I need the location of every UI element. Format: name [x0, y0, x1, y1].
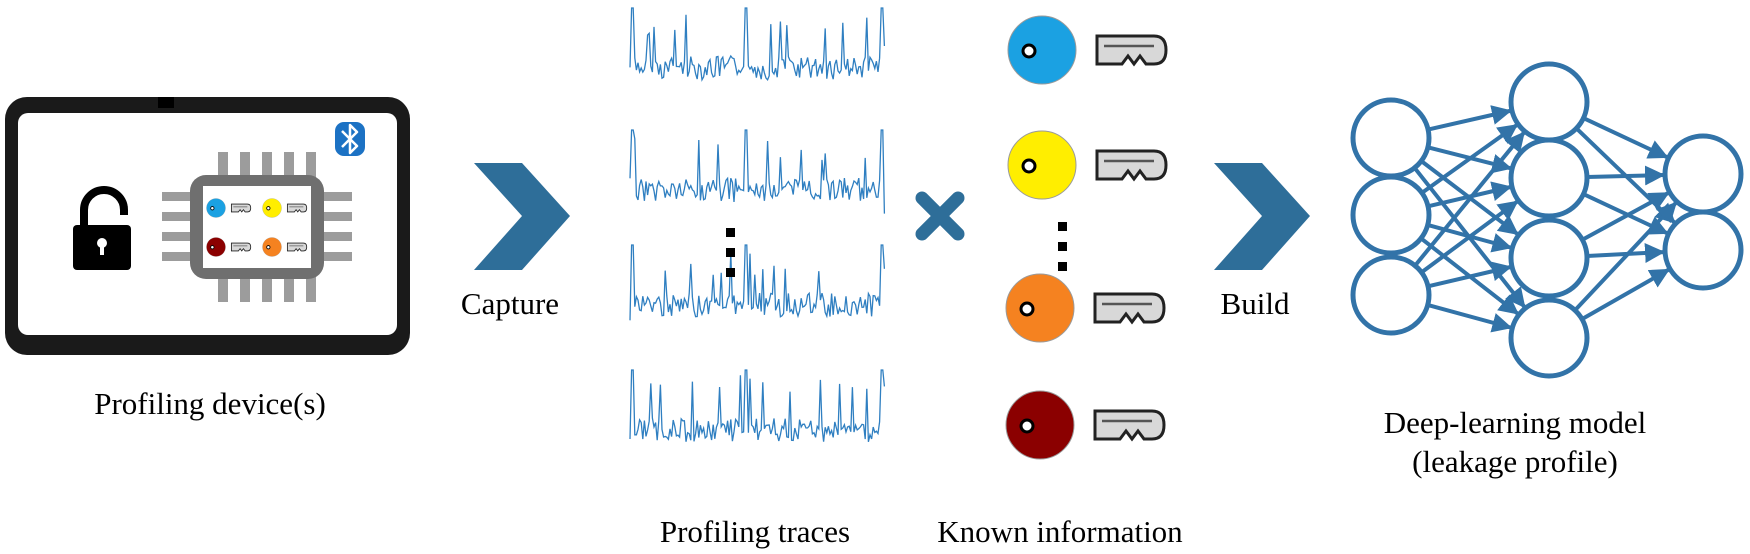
bluetooth-icon: [335, 122, 365, 156]
capture-label: Capture: [460, 286, 560, 321]
network-edge: [1420, 123, 1519, 195]
known-info-label: Known information: [937, 514, 1183, 549]
network-node: [1662, 133, 1744, 215]
network-edge: [1581, 268, 1671, 321]
chip-pin: [218, 152, 228, 178]
network-node: [1508, 297, 1590, 379]
network-edge: [1427, 105, 1512, 132]
network-edge: [1581, 191, 1670, 242]
network-edge: [1582, 116, 1669, 159]
network-edge: [1420, 200, 1519, 274]
network-edge: [1427, 261, 1513, 289]
chip-pin: [162, 212, 192, 221]
capture-arrow-icon: [474, 163, 570, 270]
chip-key-icon: [206, 237, 252, 257]
trace-waveform: [629, 244, 886, 321]
known-keys: [1005, 15, 1168, 460]
trace-waveform: [629, 129, 886, 214]
trace-waveform: [629, 7, 886, 82]
chip-pin: [284, 152, 294, 178]
build-arrow-icon: [1214, 163, 1310, 270]
key-icon: [1007, 130, 1168, 200]
profiling-device: [5, 97, 410, 355]
device-camera: [158, 97, 174, 108]
network-edge: [1586, 165, 1666, 186]
network-edge: [1573, 201, 1678, 312]
chip-pin: [306, 276, 316, 302]
chip-pin: [306, 152, 316, 178]
chip-pin: [240, 276, 250, 302]
traces-label: Profiling traces: [659, 514, 851, 549]
chip-pin: [162, 252, 192, 261]
chip-key-icon: [206, 198, 252, 218]
chip-pin: [162, 232, 192, 241]
keys-ellipsis: [1058, 222, 1067, 271]
network-edge: [1586, 243, 1666, 263]
chip-pin: [284, 276, 294, 302]
chip-key-icon: [262, 237, 308, 257]
traces-ellipsis: [726, 228, 735, 277]
chip-pin: [322, 232, 352, 241]
model-label-line2: (leakage profile): [1412, 444, 1618, 479]
chip-pin: [162, 192, 192, 201]
neural-network-icon: [1350, 61, 1744, 379]
network-node: [1508, 137, 1590, 219]
network-edge: [1413, 131, 1526, 267]
chip-pin: [240, 152, 250, 178]
network-node: [1350, 97, 1432, 179]
chip-icon: [162, 152, 352, 302]
chip-pin: [218, 276, 228, 302]
key-icon: [1005, 273, 1166, 343]
network-edge: [1427, 303, 1513, 333]
chip-pin: [322, 192, 352, 201]
trace-waveform: [629, 369, 886, 442]
network-node: [1508, 217, 1590, 299]
build-label: Build: [1220, 286, 1290, 321]
network-node: [1350, 174, 1432, 256]
key-icon: [1005, 390, 1166, 460]
unlocked-padlock-icon: [73, 186, 131, 270]
profiling-traces: [629, 7, 886, 442]
chip-key-icon: [262, 198, 308, 218]
network-node: [1508, 61, 1590, 143]
device-label: Profiling device(s): [94, 386, 326, 421]
key-icon: [1007, 15, 1168, 85]
network-node: [1662, 209, 1744, 291]
model-label-line1: Deep-learning model: [1383, 405, 1647, 440]
chip-pin: [322, 212, 352, 221]
chip-pin: [262, 152, 272, 178]
chip-pin: [262, 276, 272, 302]
chip-pin: [322, 252, 352, 261]
multiply-icon: [915, 191, 965, 241]
network-node: [1350, 254, 1432, 336]
